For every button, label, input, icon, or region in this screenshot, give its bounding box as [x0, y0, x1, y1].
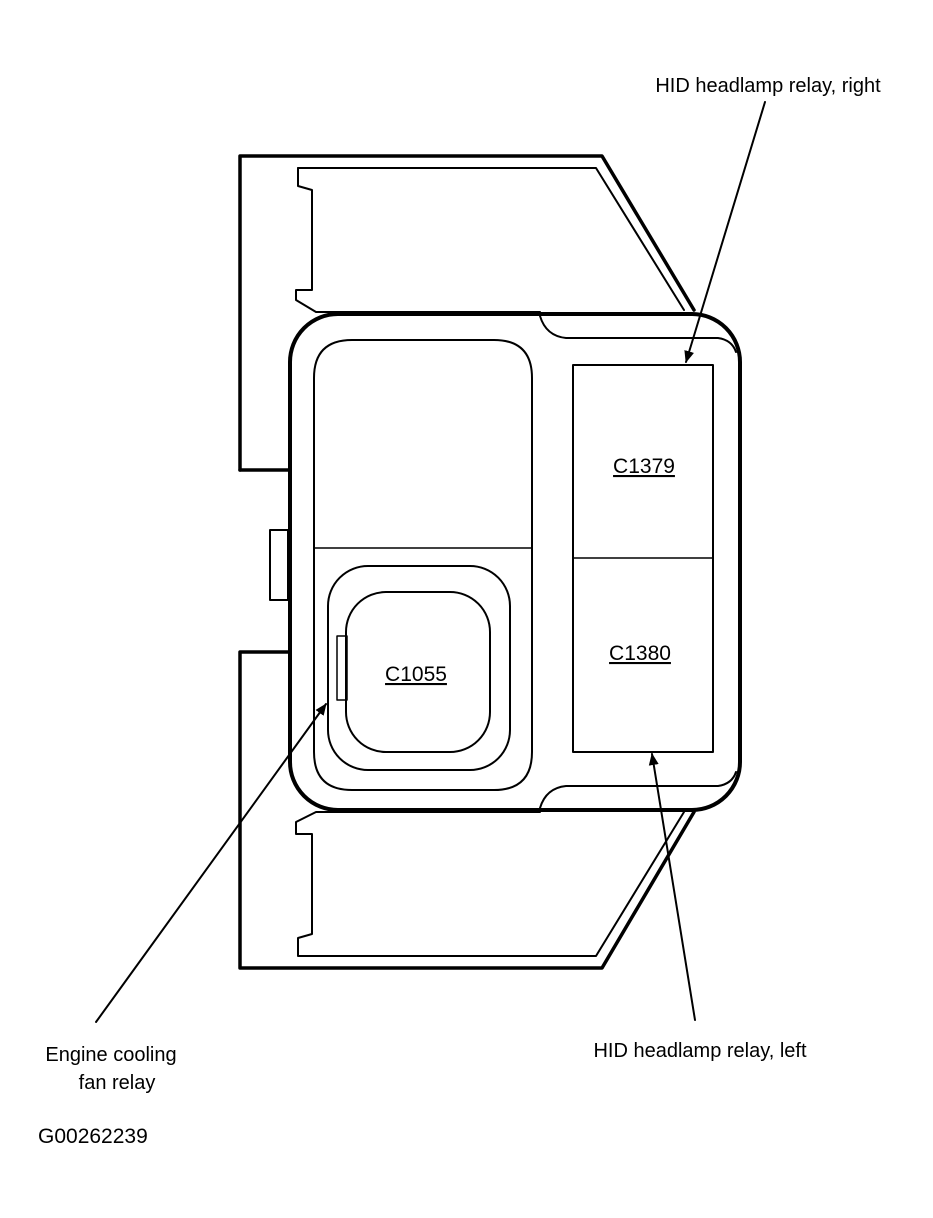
hid-relay-block: [572, 364, 714, 753]
arrow-hid-right: [684, 101, 766, 363]
callout-cooling-fan-line1: Engine cooling: [45, 1044, 176, 1066]
empty-relay-cavity: [313, 339, 533, 791]
callout-hid-left: HID headlamp relay, left: [593, 1040, 807, 1062]
callout-hid-right: HID headlamp relay, right: [655, 75, 881, 97]
mounting-bracket: [238, 154, 696, 970]
arrow-hid-left: [648, 753, 696, 1021]
figure-code: G00262239: [38, 1125, 148, 1148]
connector-label-c1380: C1380: [609, 642, 671, 665]
callout-cooling-fan-line2: fan relay: [79, 1072, 156, 1094]
connector-label-c1055: C1055: [385, 663, 447, 686]
arrow-cooling-fan: [95, 703, 327, 1023]
cooling-fan-relay: [327, 565, 511, 771]
connector-label-c1379: C1379: [613, 455, 675, 478]
relay-box-body: [288, 312, 742, 812]
